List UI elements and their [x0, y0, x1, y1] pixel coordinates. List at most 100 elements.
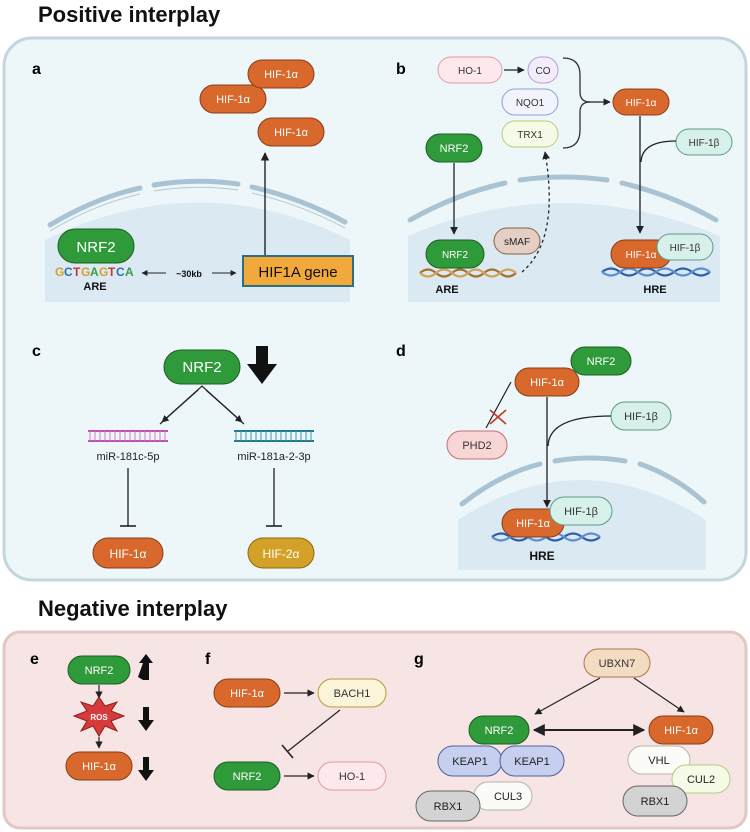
hif1a-label: HIF-1α: [274, 127, 309, 139]
hif1a-pill: [612, 88, 670, 116]
hif1a-bound-label: HIF-1α: [626, 250, 657, 261]
nrf2-label: NRF2: [182, 359, 221, 376]
nrf2-pill: [67, 655, 131, 685]
nrf2-pill: [57, 228, 135, 264]
ho1-pill: [317, 761, 387, 791]
svg-text:A: A: [125, 265, 134, 279]
phd2-label: PHD2: [462, 440, 491, 452]
nrf2-label: NRF2: [76, 239, 115, 256]
nrf2-to-mir1-arrow: [161, 389, 199, 423]
keap1-pill: [499, 745, 565, 777]
panel-a-nuclear-envelope: [47, 178, 348, 228]
mir-181c-5p-icon: [88, 430, 168, 442]
cul3-label: CUL3: [494, 791, 522, 803]
panel-f-letter: f: [205, 651, 211, 668]
hif1a-pill: [648, 715, 714, 745]
nrf2-pill: [425, 133, 483, 163]
svg-text:T: T: [108, 265, 116, 279]
hif1a-gene-label: HIF1A gene: [258, 264, 337, 281]
panel-b-letter: b: [396, 61, 406, 78]
phd2-pill: [446, 430, 508, 460]
hif1a-bound-label: HIF-1α: [516, 518, 551, 530]
hif1b-label: HIF-1β: [624, 411, 658, 423]
svg-text:A: A: [90, 265, 99, 279]
svg-text:C: C: [64, 265, 73, 279]
hif1a-gene-box: [242, 255, 354, 287]
nqo1-pill: [501, 88, 559, 116]
vhl-label: VHL: [648, 755, 669, 767]
svg-text:T: T: [73, 265, 81, 279]
down-arrow-icon: [247, 346, 277, 384]
hre-label: HRE: [529, 549, 554, 563]
panel-e-letter: e: [30, 651, 39, 668]
keap1-label: KEAP1: [452, 756, 487, 768]
negative-interplay-title: Negative interplay: [38, 596, 228, 621]
down-arrow-icon: [138, 757, 154, 781]
mir-181a-2-3p-icon: [234, 430, 314, 442]
hif1b-bound-label: HIF-1β: [564, 506, 598, 518]
trx1-label: TRX1: [517, 130, 543, 141]
panel-b-nuclear-envelope: [407, 174, 719, 223]
nrf2-label: NRF2: [233, 771, 262, 783]
hif1a-pill: [199, 84, 267, 114]
panel-c-letter: c: [32, 343, 41, 360]
hif1a-label: HIF-1α: [664, 725, 699, 737]
hif1a-label: HIF-1α: [82, 761, 117, 773]
co-label: CO: [536, 66, 551, 77]
up-arrow-icon: [138, 654, 153, 680]
hif1a-pill: [514, 367, 580, 397]
hif1a-label: HIF-1α: [110, 547, 147, 561]
svg-text:G: G: [81, 265, 90, 279]
nrf2-label: NRF2: [440, 143, 469, 155]
vhl-pill: [627, 745, 691, 775]
hif1a-pill: [257, 117, 325, 147]
svg-text:G: G: [99, 265, 108, 279]
nrf2-pill: [468, 715, 530, 745]
rbx1-label: RBX1: [641, 796, 670, 808]
nqo1-label: NQO1: [516, 98, 545, 109]
hif1b-label: HIF-1β: [689, 138, 720, 149]
ubxn7-label: UBXN7: [599, 658, 636, 670]
hre-label: HRE: [643, 284, 666, 296]
mir-181a-2-3p-label: miR-181a-2-3p: [237, 451, 310, 463]
down-arrow-icon: [138, 707, 154, 731]
hif2a-label: HIF-2α: [263, 547, 300, 561]
bach1-label: BACH1: [334, 688, 371, 700]
ho1-label: HO-1: [339, 771, 365, 783]
negative-panel-bg: [2, 630, 748, 830]
nrf2-bound-pill: [425, 239, 485, 269]
ros-label: ROS: [90, 713, 108, 722]
hif1b-pill: [675, 128, 733, 156]
hif1a-pill: [65, 751, 133, 781]
nrf2-pill: [213, 761, 281, 791]
rbx1-label: RBX1: [434, 801, 463, 813]
hif1a-pill: [92, 537, 164, 569]
hif1a-label: HIF-1α: [626, 98, 657, 109]
hif1b-join-line: [640, 140, 677, 163]
hif1a-label: HIF-1α: [264, 69, 299, 81]
nrf2-pill: [570, 346, 632, 376]
hif1a-label: HIF-1α: [530, 377, 565, 389]
bach1-inhibit-bar: [281, 744, 294, 759]
bach1-inhibit-line: [287, 709, 341, 752]
rbx1-pill: [415, 790, 481, 822]
keap1-label: KEAP1: [514, 756, 549, 768]
nrf2-label: NRF2: [587, 356, 616, 368]
are-dna-helix: [419, 268, 517, 278]
hif1a-label: HIF-1α: [216, 94, 251, 106]
hif1b-join-line: [547, 415, 612, 447]
trx1-pill: [501, 120, 559, 148]
ubxn7-to-nrf2-arrow: [534, 677, 601, 715]
panel-d-letter: d: [396, 343, 406, 360]
hif2a-pill: [247, 537, 315, 569]
positive-interplay-title: Positive interplay: [38, 2, 221, 27]
rbx1-pill: [622, 785, 688, 817]
nrf2-pill: [163, 349, 241, 385]
bach1-pill: [317, 678, 387, 708]
ho1-pill: [437, 56, 503, 84]
distance-label: ~30kb: [176, 269, 202, 279]
mir-181c-5p-label: miR-181c-5p: [97, 451, 160, 463]
ubxn7-pill: [583, 648, 651, 678]
hif1b-bound-label: HIF-1β: [670, 243, 701, 254]
